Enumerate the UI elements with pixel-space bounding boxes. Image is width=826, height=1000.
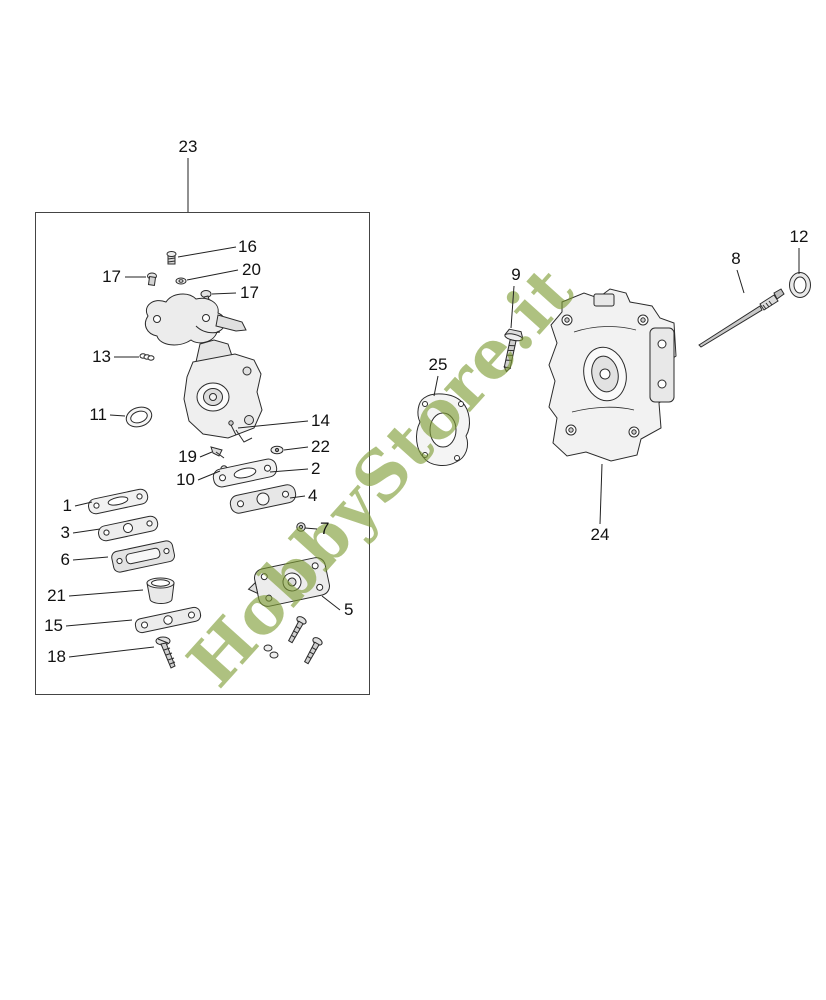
part-25-gasket [416,393,470,466]
part-carburetor-body [183,339,263,443]
leader-line-1 [74,501,93,507]
part-4-diaphragm [229,484,297,514]
part-3-gasket [98,515,159,542]
callout-14: 14 [311,411,330,430]
callout-13: 13 [92,347,111,366]
leader-line-17-right [211,292,237,295]
part-24-manifold-bracket [548,288,677,462]
callout-17-right: 17 [240,283,259,302]
callout-21: 21 [47,586,66,605]
part-7-plug [296,522,306,532]
part-14-inlet-needle [228,420,237,436]
leader-line-25 [433,375,439,397]
callout-9: 9 [511,265,520,284]
leader-line-22 [283,446,309,451]
callout-25: 25 [429,355,448,374]
callout-18: 18 [47,647,66,666]
part-2-gasket [212,458,278,488]
part-21-primer-cup [146,577,175,604]
part-9-screw [503,328,524,373]
callout-6: 6 [61,550,70,569]
leader-line-21 [68,589,144,597]
callout-8: 8 [731,249,740,268]
callout-12: 12 [790,227,809,246]
leader-line-15 [65,619,133,627]
leader-line-18 [68,646,155,658]
part-12-o-ring [789,272,811,298]
leader-line-9 [510,285,515,329]
part-16-screw [166,251,177,265]
detail-box-outline [35,212,370,695]
callout-7: 7 [320,519,329,538]
leader-line-5 [321,595,341,611]
leader-line-10 [197,470,221,481]
part-pump-cover [144,293,247,346]
leader-line-14 [237,420,309,429]
part-22-disc [270,445,284,455]
part-13-spring [139,353,155,361]
leader-lines [65,158,800,658]
leader-line-16 [177,246,237,258]
part-18-screw [155,636,176,669]
leader-line-24 [599,463,603,525]
callout-17-left: 17 [102,267,121,286]
leader-line-2 [269,468,309,473]
part-11-o-ring [125,406,153,428]
callout-24: 24 [591,525,610,544]
part-5-valve-assembly [247,557,330,665]
leader-line-19 [199,451,213,458]
leader-line-6 [72,556,109,561]
leader-line-7 [304,527,318,530]
leader-line-8 [736,269,745,294]
callout-19: 19 [178,447,197,466]
callout-1: 1 [63,496,72,515]
callout-11: 11 [89,405,107,424]
callout-20: 20 [242,260,261,279]
callout-5: 5 [344,600,353,619]
part-20-washer [175,277,187,285]
callout-15: 15 [44,616,63,635]
callout-3: 3 [61,523,70,542]
leader-line-20 [186,269,239,281]
part-1-gasket [88,488,149,515]
part-19-metering-lever [210,446,225,459]
callout-labels: 23 16 17 20 17 13 11 14 19 22 10 2 1 4 3… [44,137,808,666]
callout-4: 4 [308,486,317,505]
leader-line-3 [72,528,101,534]
callout-23: 23 [179,137,198,156]
part-8-needle-screw [698,288,785,348]
part-6-pump-body [111,540,175,573]
leader-line-11 [109,414,126,417]
callout-16: 16 [238,237,257,256]
leader-line-4 [289,495,306,499]
callout-10: 10 [176,470,195,489]
part-17-screw-left [147,272,157,286]
part-15-plate [134,606,202,634]
callout-22: 22 [311,437,330,456]
callout-2: 2 [311,459,320,478]
